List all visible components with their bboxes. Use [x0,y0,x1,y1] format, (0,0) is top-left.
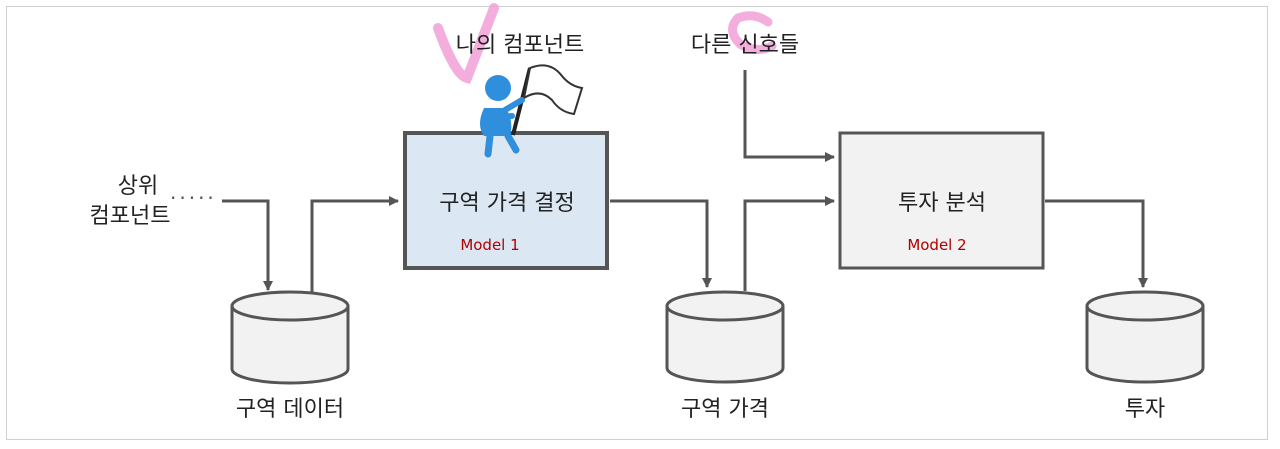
investment-cylinder [1085,290,1205,384]
investment-analysis-label: 투자 분석 [898,191,986,216]
district-pricing-label: 구역 가격 결정 [439,191,574,216]
person-holding-flag-icon [480,64,584,158]
arrow-model1-to-price [610,199,712,288]
investment-analysis-box [838,131,1045,270]
district-data-cylinder [230,290,350,385]
district-data-label: 구역 데이터 [236,397,344,422]
other-signals-label: 다른 신호들 [691,33,799,58]
arrow-model2-to-investment [1045,199,1148,288]
district-price-label: 구역 가격 [681,397,769,422]
connectors [222,70,1148,293]
arrow-price-to-model2 [743,196,835,291]
upstream-label-line2: 컴포넌트 [90,204,171,229]
model2-label: Model 2 [907,236,966,254]
pink-check-mark [433,3,499,84]
district-pricing-box [403,131,609,270]
diagram-frame [6,6,1268,440]
district-price-cylinder [665,290,785,384]
arrow-data-to-model1 [310,196,399,293]
arrow-upstream-to-data [222,199,273,291]
arrow-signals-to-model2 [743,70,835,162]
my-component-label: 나의 컴포넌트 [456,33,584,58]
pink-circle-mark [728,11,777,54]
investment-label: 투자 [1125,397,1165,422]
model1-label: Model 1 [460,236,519,254]
dotted-connector: ····· [170,186,217,210]
upstream-label-line1: 상위 [118,174,158,199]
